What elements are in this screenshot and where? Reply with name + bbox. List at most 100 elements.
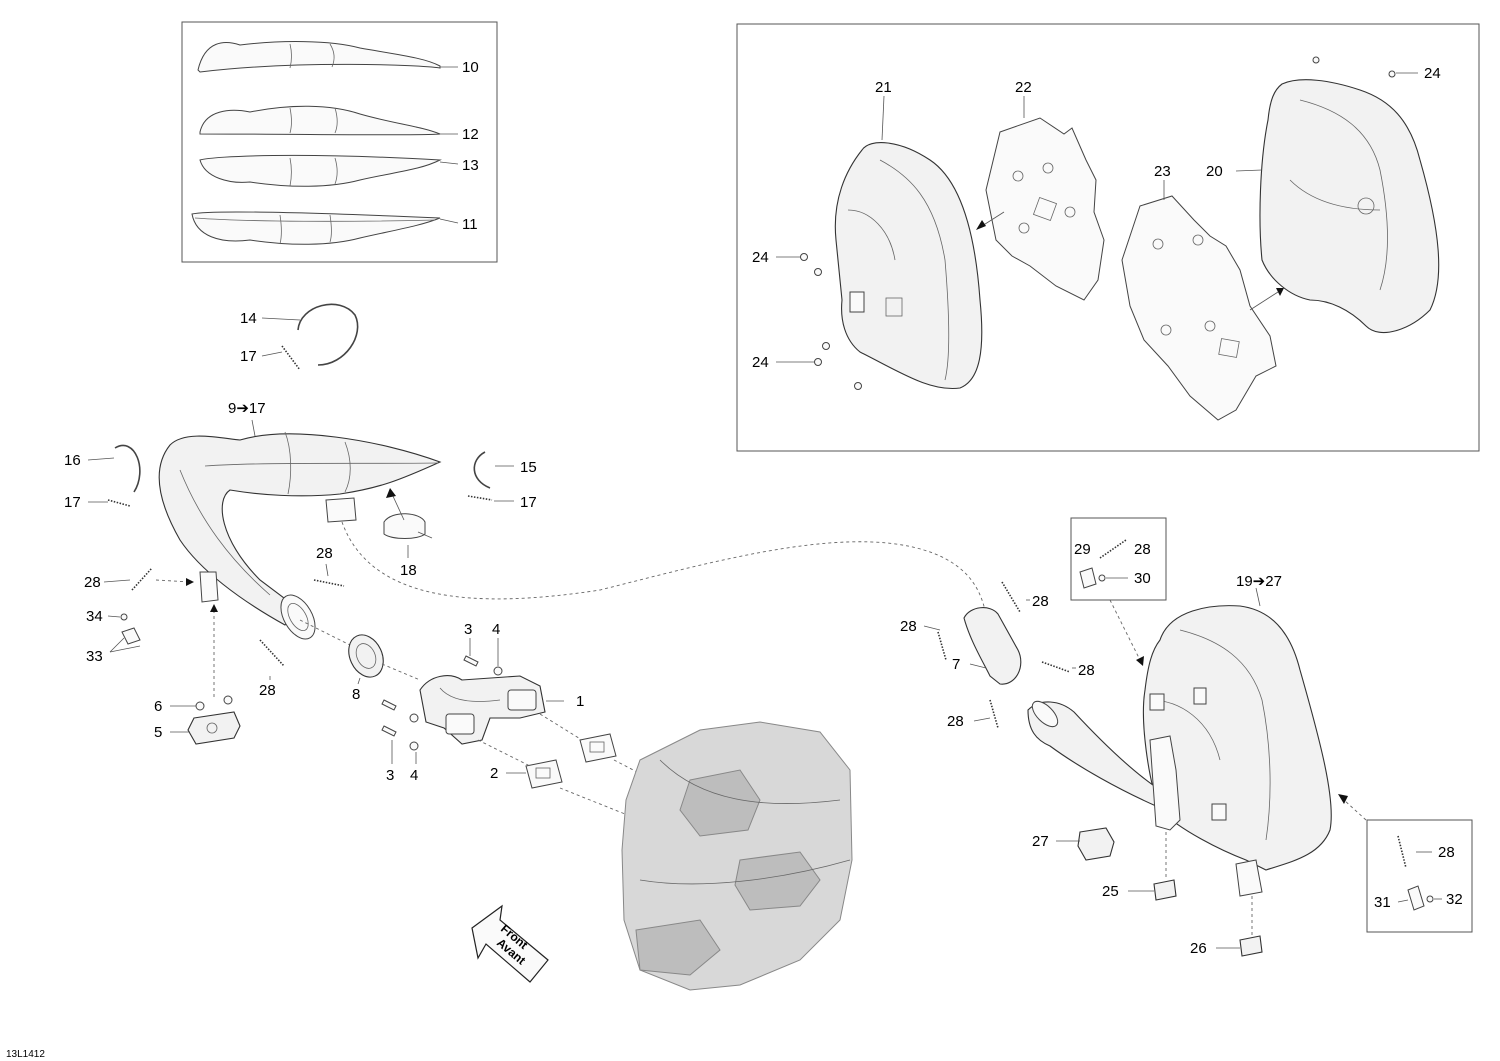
- spring-28-d: [937, 631, 947, 661]
- callout-16: 16: [64, 452, 81, 469]
- heat-shield-lower: [191, 211, 441, 245]
- nut-24-low-b: [822, 342, 830, 350]
- clip-33: [121, 627, 141, 645]
- seal-ring-8: [348, 634, 384, 678]
- callout-24-low: 24: [752, 354, 769, 371]
- callout-7: 7: [952, 656, 960, 673]
- spring-17-top: [281, 345, 301, 371]
- pipe-outlet-flange: [280, 594, 316, 640]
- callout-3-top: 3: [464, 621, 472, 638]
- callout-28-inset-top: 28: [1134, 541, 1151, 558]
- callout-19: 19➔27: [1236, 573, 1282, 590]
- callout-28-d: 28: [900, 618, 917, 635]
- callout-14: 14: [240, 310, 257, 327]
- spring-28-inset-bottom: [1397, 835, 1407, 869]
- callout-13: 13: [462, 157, 479, 174]
- callout-28-inset-bottom: 28: [1438, 844, 1455, 861]
- bolt-3-bottom-a: [381, 699, 397, 711]
- coupler-7: [963, 607, 1022, 685]
- callout-32: 32: [1446, 891, 1463, 908]
- muffler-shell-inset: 21 22 23 20 24: [736, 23, 1480, 452]
- nut-34: [120, 613, 128, 621]
- callout-17-top: 17: [240, 348, 257, 365]
- exhaust-manifold-group: 8 1 3 4 3 4 2: [299, 619, 665, 821]
- engine-block: [621, 721, 853, 991]
- ring-15: [473, 451, 491, 489]
- callout-18: 18: [400, 562, 417, 579]
- nut-24-top: [1388, 70, 1396, 78]
- heat-shield-inset: 10 12 13 11: [181, 21, 498, 263]
- callout-24-mid: 24: [752, 249, 769, 266]
- spring-clip-inset-top: 29 28 30: [1070, 517, 1167, 666]
- spring-17-right: [467, 495, 493, 501]
- muffler-shell-21: [834, 142, 983, 390]
- muffler-inset-frame: [736, 23, 1480, 452]
- callout-11: 11: [462, 216, 478, 233]
- ring-and-spring-group: 14 17: [240, 303, 359, 371]
- gasket-2-a: [525, 759, 563, 789]
- callout-28-e: 28: [1032, 593, 1049, 610]
- nut-6-b: [223, 695, 233, 705]
- callout-5: 5: [154, 724, 162, 741]
- muffler-19: [1142, 605, 1332, 871]
- tuned-pipe-assembly: 9➔17 16 17 15 17 18 28 28 28: [64, 400, 537, 745]
- drawing-code: 13L1412: [6, 1049, 45, 1060]
- muffler-bracket: [1149, 735, 1181, 831]
- callout-4-top: 4: [492, 621, 500, 638]
- spring-28-f: [1041, 661, 1071, 673]
- heat-pad-23: [1121, 195, 1277, 421]
- gasket-2-b: [579, 733, 617, 763]
- callout-27: 27: [1032, 833, 1049, 850]
- bolt-3-top: [463, 655, 479, 667]
- heat-pad-22: [985, 117, 1105, 301]
- callout-8: 8: [352, 686, 360, 703]
- nut-24-low-a: [814, 358, 822, 366]
- spring-28-g: [989, 699, 999, 729]
- inset-29-30-frame: [1070, 517, 1167, 601]
- spring-28-a: [131, 567, 153, 591]
- spring-28-c: [259, 639, 285, 667]
- heat-shield-upper: [197, 41, 441, 73]
- spring-17-left: [107, 499, 131, 507]
- callout-29: 29: [1074, 541, 1091, 558]
- callout-6: 6: [154, 698, 162, 715]
- callout-17-left: 17: [64, 494, 81, 511]
- callout-28-g: 28: [947, 713, 964, 730]
- rubber-mount-27: [1077, 827, 1115, 861]
- bracket-5: [187, 711, 241, 745]
- callout-3-bottom: 3: [386, 767, 394, 784]
- callout-26: 26: [1190, 940, 1207, 957]
- callout-4-bottom: 4: [410, 767, 418, 784]
- washer-4-top: [493, 666, 503, 676]
- nut-32: [1426, 895, 1434, 903]
- callout-17-right: 17: [520, 494, 537, 511]
- muffler-shell-20: [1259, 79, 1440, 334]
- nut-6-a: [195, 701, 205, 711]
- callout-31: 31: [1374, 894, 1391, 911]
- clip-29: [1079, 567, 1097, 589]
- clamp-18: [383, 513, 426, 539]
- callout-28-b: 28: [316, 545, 333, 562]
- nut-30: [1098, 574, 1106, 582]
- washer-4-bottom-b: [409, 741, 419, 751]
- callout-28-f: 28: [1078, 662, 1095, 679]
- spring-28-inset-top: [1099, 539, 1127, 559]
- callout-12: 12: [462, 126, 479, 143]
- callout-22: 22: [1015, 79, 1032, 96]
- callout-28-a: 28: [84, 574, 101, 591]
- callout-34: 34: [86, 608, 103, 625]
- nut-24-top-b: [1312, 56, 1320, 64]
- callout-10: 10: [462, 59, 479, 76]
- callout-9: 9➔17: [228, 400, 266, 417]
- front-direction-arrow: Front Avant: [471, 904, 549, 983]
- ring-16: [114, 444, 141, 493]
- heat-shield-13: [199, 154, 442, 187]
- callout-2: 2: [490, 765, 498, 782]
- callout-23: 23: [1154, 163, 1171, 180]
- rubber-pad-25: [1153, 879, 1177, 901]
- spring-28-b: [313, 579, 345, 587]
- callout-30: 30: [1134, 570, 1151, 587]
- heat-shield-12: [199, 105, 441, 136]
- pipe-bracket: [199, 571, 219, 603]
